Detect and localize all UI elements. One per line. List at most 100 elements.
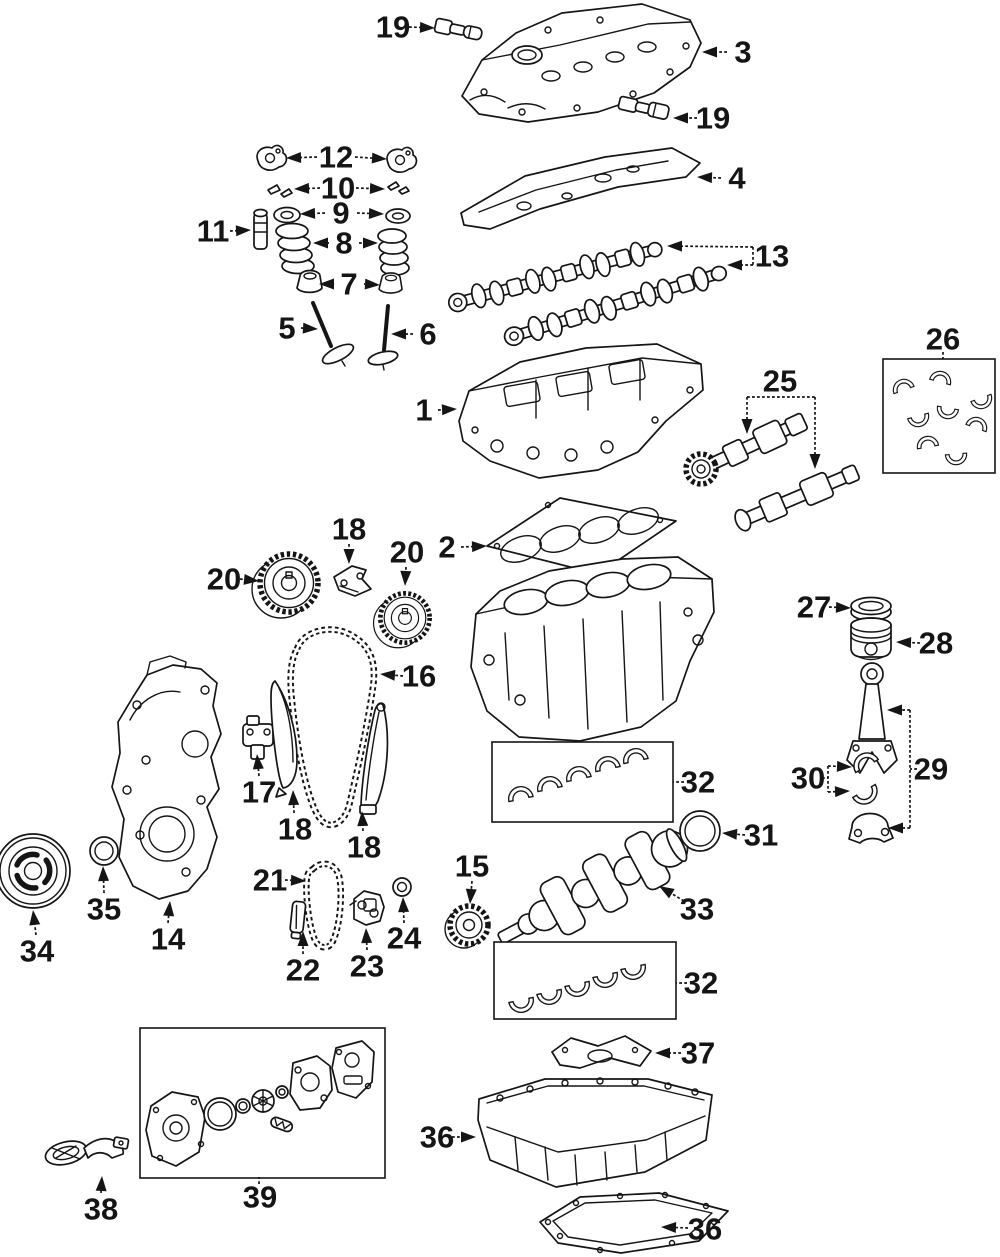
rocker-arm-drawing-2 <box>386 146 418 173</box>
balance-chain-drawing <box>303 860 345 951</box>
callout-label-31: 31 <box>744 818 778 853</box>
rocker-arm-drawing-1 <box>256 144 288 171</box>
spring-retainer-drawing <box>273 206 411 224</box>
chain-guide-left-drawing <box>270 680 298 798</box>
intake-valve-drawing <box>311 301 355 367</box>
callout-32b: 32 <box>676 966 718 1001</box>
callout-35: 35 <box>87 866 121 927</box>
callout-label-11: 11 <box>197 214 230 249</box>
callout-label-19a: 19 <box>376 10 410 45</box>
valve-seal-drawing-1 <box>296 269 323 294</box>
callout-14: 14 <box>151 901 186 957</box>
callout-16: 16 <box>380 659 436 694</box>
callout-label-22: 22 <box>286 953 320 988</box>
balance-shaft-bearing-set-drawing <box>882 358 996 474</box>
crankshaft-sprocket-drawing <box>444 903 491 949</box>
oil-control-valve-drawing-2 <box>617 95 670 120</box>
timing-chain-drawing <box>287 626 378 829</box>
callout-label-27: 27 <box>797 590 831 625</box>
callout-label-24: 24 <box>387 921 422 956</box>
callout-label-28: 28 <box>919 626 953 661</box>
camshaft-sprocket-drawing-1 <box>252 554 318 618</box>
chain-tensioner-drawing <box>242 715 274 760</box>
callout-label-15: 15 <box>455 849 489 884</box>
oil-pump-kit-drawing <box>139 1027 386 1179</box>
callout-label-20a: 20 <box>207 562 241 597</box>
balance-shaft-drawing-1 <box>683 412 808 487</box>
callout-3: 3 <box>702 35 752 70</box>
callout-label-17: 17 <box>242 775 276 810</box>
callout-label-8: 8 <box>335 226 352 261</box>
chain-guide-upper-drawing <box>333 565 372 597</box>
callout-23: 23 <box>350 928 384 984</box>
callout-label-6: 6 <box>419 317 436 352</box>
callout-15: 15 <box>455 849 489 904</box>
camshaft-drawing-2 <box>503 265 728 347</box>
callout-label-10: 10 <box>321 171 355 206</box>
callout-label-26: 26 <box>926 322 960 357</box>
valve-seal-drawing-2 <box>378 272 403 294</box>
callout-31: 31 <box>722 818 778 853</box>
callout-30: 30 <box>791 761 852 798</box>
callout-7: 7 <box>319 267 380 302</box>
callout-10: 10 <box>294 171 385 206</box>
callout-21: 21 <box>253 863 306 898</box>
callout-38: 38 <box>84 1176 118 1227</box>
callout-4: 4 <box>697 161 746 196</box>
callout-37: 37 <box>655 1036 715 1071</box>
callout-25: 25 <box>741 364 821 469</box>
callout-19a: 19 <box>376 10 435 45</box>
callout-label-21: 21 <box>253 863 287 898</box>
callout-32a: 32 <box>673 765 715 800</box>
callout-36b: 36 <box>661 1212 722 1247</box>
callout-2: 2 <box>438 530 487 565</box>
callout-label-5: 5 <box>278 311 295 346</box>
callout-label-7: 7 <box>340 267 357 302</box>
exhaust-valve-drawing <box>367 304 399 371</box>
callout-label-29: 29 <box>914 752 948 787</box>
head-gasket-drawing <box>486 497 677 584</box>
callout-34: 34 <box>20 910 55 969</box>
callout-29: 29 <box>887 704 948 834</box>
callout-label-23: 23 <box>350 949 384 984</box>
callout-33: 33 <box>659 886 714 927</box>
rod-cap-drawing <box>848 812 894 844</box>
valve-cover-drawing <box>461 3 702 123</box>
oil-pan-drawing <box>477 1077 713 1188</box>
callout-label-9: 9 <box>332 196 349 231</box>
callout-20b: 20 <box>390 535 424 586</box>
callout-label-30: 30 <box>791 761 825 796</box>
balance-shaft-drawing-2 <box>734 464 861 532</box>
callout-label-35: 35 <box>87 892 121 927</box>
callout-36a: 36 <box>420 1120 476 1155</box>
callout-17: 17 <box>242 754 276 810</box>
callout-label-2: 2 <box>438 530 455 565</box>
callout-18c: 18 <box>347 811 381 865</box>
oil-pickup-tube-drawing <box>44 1136 130 1166</box>
callout-label-1: 1 <box>415 393 432 428</box>
callout-label-32b: 32 <box>684 966 718 1001</box>
callout-18b: 18 <box>278 790 312 847</box>
callout-26: 26 <box>926 322 960 359</box>
callout-label-34: 34 <box>20 934 55 969</box>
valve-keeper-drawing <box>267 181 410 198</box>
lash-adjuster-drawing <box>253 208 268 250</box>
callout-label-20b: 20 <box>390 535 424 570</box>
callout-11: 11 <box>197 214 251 249</box>
front-cover-drawing <box>111 655 222 900</box>
callout-label-18b: 18 <box>278 812 312 847</box>
callout-39: 39 <box>243 1177 277 1215</box>
callout-label-38: 38 <box>84 1192 118 1227</box>
camshaft-sprocket-drawing-2 <box>374 593 430 647</box>
main-bearing-set-upper-drawing <box>491 741 674 823</box>
callout-label-25: 25 <box>763 364 797 399</box>
lower-oil-pan-drawing <box>539 1191 729 1254</box>
callout-9: 9 <box>300 196 384 231</box>
callout-label-39: 39 <box>243 1180 277 1215</box>
callout-24: 24 <box>387 897 422 956</box>
callout-18a: 18 <box>332 512 366 564</box>
rear-main-seal-drawing <box>679 810 721 852</box>
